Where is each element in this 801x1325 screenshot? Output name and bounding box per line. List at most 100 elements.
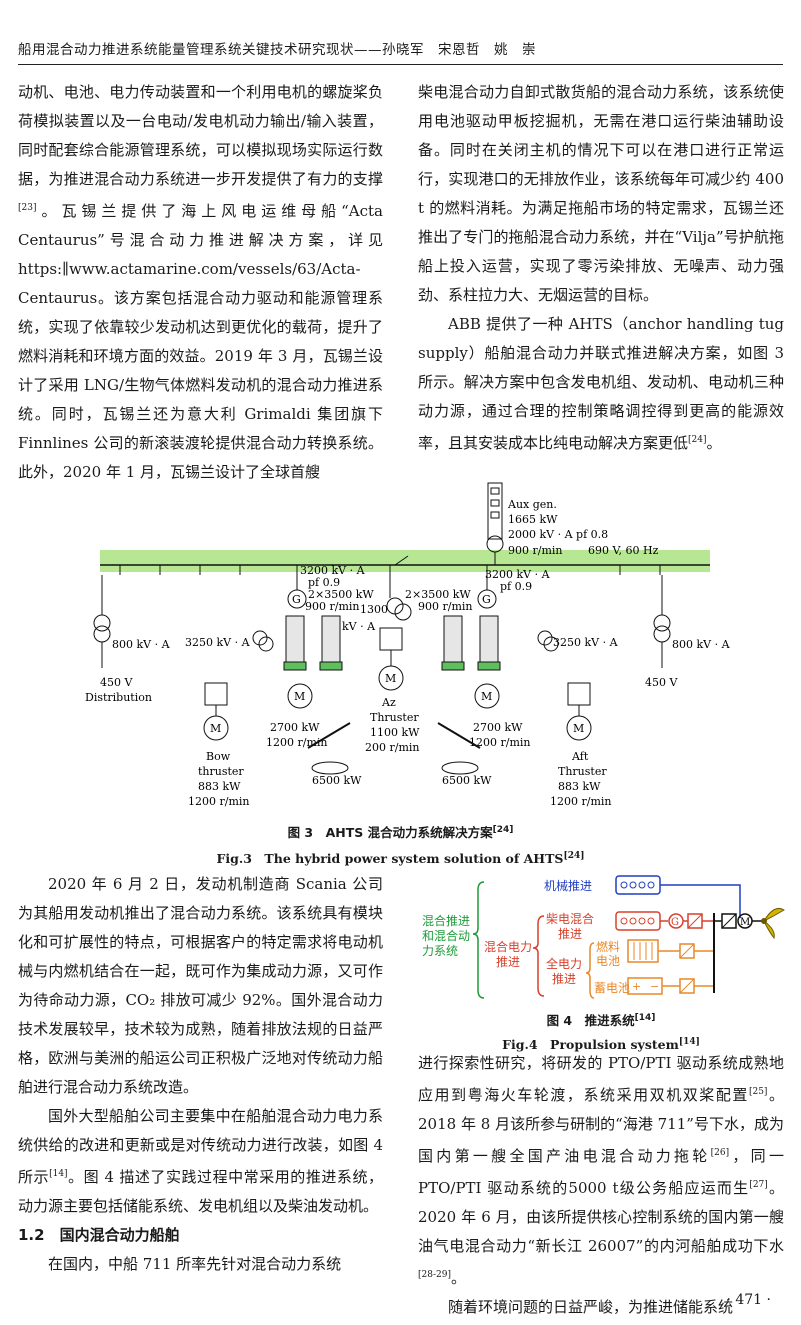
aux-gen-label: Aux gen.: [507, 498, 557, 511]
dist-label: Distribution: [85, 691, 152, 704]
left-propeller-icon: [311, 761, 349, 775]
figure-4-diagram: 混合推进和混合动力系统 机械推进 混合电力推进 柴电混合推进 全电力推进 燃料电…: [422, 875, 785, 999]
page-number: · 471 ·: [726, 1292, 771, 1308]
paragraph: 柴电混合动力自卸式散货船的混合动力系统，该系统使用电池驱动甲板挖掘机，无需在港口…: [418, 83, 784, 304]
svg-text:1300: 1300: [360, 603, 388, 616]
svg-text:2700 kW: 2700 kW: [270, 721, 320, 734]
svg-text:Az: Az: [381, 696, 396, 709]
svg-text:Thruster: Thruster: [558, 765, 607, 778]
paragraph: 进行探索性研究，将研发的 PTO/PTI 驱动系统成熟地应用到粤海火车轮渡，系统…: [418, 1054, 784, 1287]
aft-drive-transformer: [537, 630, 553, 646]
svg-text:pf 0.9: pf 0.9: [500, 580, 532, 593]
fig4-root-brace: [472, 881, 485, 999]
svg-text:6500 kW: 6500 kW: [312, 774, 362, 787]
fig4-allelec-brace: [585, 942, 595, 999]
dist-voltage: 450 V: [100, 676, 133, 689]
header-rule: [18, 64, 783, 65]
left-propulsion-motor: [287, 683, 313, 709]
fig4-hybrid-label: 混合电力推进: [484, 939, 532, 969]
svg-text:900 r/min: 900 r/min: [305, 600, 360, 613]
fig4-drive-icon: [721, 913, 737, 929]
fig4-propeller-icon: [761, 907, 785, 940]
paragraph: 2020 年 6 月 2 日，发动机制造商 Scania 公司为其船用发动机推出…: [18, 875, 383, 1096]
aux-gen-speed: 900 r/min: [508, 544, 563, 557]
fig4-allelec-label: 全电力推进: [546, 956, 582, 986]
svg-text:883 kW: 883 kW: [558, 780, 601, 793]
aft-drive: [567, 682, 591, 706]
svg-text:800 kV · A: 800 kV · A: [672, 638, 731, 651]
svg-text:Aft: Aft: [571, 750, 589, 763]
right-propeller-icon: [441, 761, 479, 775]
bus-tie-switch: [394, 555, 409, 566]
running-header: 船用混合动力推进系统能量管理系统关键技术研究现状——孙晓军 宋恩哲 姚 崇: [18, 42, 536, 58]
section-heading: 1.2 国内混合动力船舶: [18, 1226, 180, 1244]
svg-text:2×3500 kW: 2×3500 kW: [405, 588, 471, 601]
bow-drive-transformer: [252, 630, 268, 646]
reference-marker: [14]: [49, 1169, 68, 1179]
aux-gen-kva: 2000 kV · A pf 0.8: [508, 528, 608, 541]
aft-motor: [566, 715, 592, 741]
svg-text:1200 r/min: 1200 r/min: [188, 795, 250, 808]
az-motor: [378, 665, 404, 691]
fig4-root-label: 混合推进和混合动力系统: [422, 913, 470, 958]
svg-text:800 kV · A: 800 kV · A: [112, 638, 171, 651]
svg-text:−: −: [650, 980, 659, 993]
aux-gen-engine: [487, 482, 503, 540]
svg-text:900 r/min: 900 r/min: [418, 600, 473, 613]
az-drive: [379, 627, 403, 651]
figure-3-caption-cn: 图 3 AHTS 混合动力系统解决方案[24]: [287, 824, 514, 840]
svg-text:M: M: [481, 690, 492, 703]
aux-generator: [486, 535, 504, 553]
svg-text:200 r/min: 200 r/min: [365, 741, 420, 754]
fig4-battery-label: 蓄电池: [594, 981, 630, 995]
figure-3-caption-en: Fig.3 The hybrid power system solution o…: [216, 850, 585, 866]
fig4-fuelcell-icon: [627, 939, 659, 963]
gen-right-kva: 3200 kV · A: [485, 568, 551, 581]
svg-text:M: M: [740, 917, 750, 928]
paragraph: 动机、电池、电力传动装置和一个利用电机的螺旋桨负荷模拟装置以及一台电动/发电机动…: [18, 83, 383, 481]
svg-text:M: M: [294, 690, 305, 703]
svg-text:6500 kW: 6500 kW: [442, 774, 492, 787]
fig4-mech-label: 机械推进: [544, 878, 592, 893]
drive-stacks: [283, 615, 501, 671]
right-shaft: [437, 722, 481, 749]
svg-text:M: M: [210, 722, 221, 735]
svg-text:1200 r/min: 1200 r/min: [469, 736, 531, 749]
bow-motor: [203, 715, 229, 741]
left-shaft: [307, 722, 351, 749]
svg-text:1100 kW: 1100 kW: [370, 726, 420, 739]
right-column-bottom: 进行探索性研究，将研发的 PTO/PTI 驱动系统成熟地应用到粤海火车轮渡，系统…: [418, 1049, 784, 1322]
paragraph: ABB 提供了一种 AHTS（anchor handling tug suppl…: [418, 315, 784, 452]
figure-3-diagram: Aux gen. 1665 kW 2000 kV · A pf 0.8 900 …: [85, 482, 731, 808]
paragraph: 随着环境问题的日益严峻，为推进储能系统: [448, 1298, 734, 1316]
svg-text:883 kW: 883 kW: [198, 780, 241, 793]
svg-text:2×3500 kW: 2×3500 kW: [308, 588, 374, 601]
svg-text:thruster: thruster: [198, 765, 244, 778]
reference-marker: [24]: [688, 435, 707, 445]
svg-text:G: G: [292, 593, 301, 606]
fig4-diesel-engine-icon: [615, 911, 661, 931]
paragraph: 在国内，中船 711 所率先针对混合动力系统: [48, 1255, 342, 1273]
fig4-mech-shaft: [660, 884, 741, 918]
svg-text:pf 0.9: pf 0.9: [308, 576, 340, 589]
right-propulsion-motor: [474, 683, 500, 709]
bus-band: [100, 550, 710, 572]
svg-text:M: M: [385, 672, 396, 685]
svg-text:3250 kV · A: 3250 kV · A: [553, 636, 619, 649]
svg-text:+: +: [632, 980, 641, 993]
svg-text:3250 kV · A: 3250 kV · A: [185, 636, 251, 649]
svg-text:2700 kW: 2700 kW: [473, 721, 523, 734]
svg-text:kV · A: kV · A: [342, 620, 376, 633]
bow-drive: [204, 682, 228, 706]
bus-ticks: [119, 565, 661, 575]
svg-text:450 V: 450 V: [645, 676, 678, 689]
gen-left-kva: 3200 kV · A: [300, 564, 366, 577]
figure-4-caption-cn: 图 4 推进系统[14]: [546, 1012, 656, 1028]
left-column-top: 动机、电池、电力传动装置和一个利用电机的螺旋桨负荷模拟装置以及一台电动/发电机动…: [18, 78, 383, 487]
fig4-dieselelec-label: 柴电混合推进: [546, 911, 594, 941]
fig4-hybrid-brace: [532, 915, 545, 997]
right-column-top: 柴电混合动力自卸式散货船的混合动力系统，该系统使用电池驱动甲板挖掘机，无需在港口…: [418, 78, 784, 458]
svg-text:G: G: [482, 593, 491, 606]
bus-voltage: 690 V, 60 Hz: [588, 544, 659, 557]
svg-text:Thruster: Thruster: [370, 711, 419, 724]
